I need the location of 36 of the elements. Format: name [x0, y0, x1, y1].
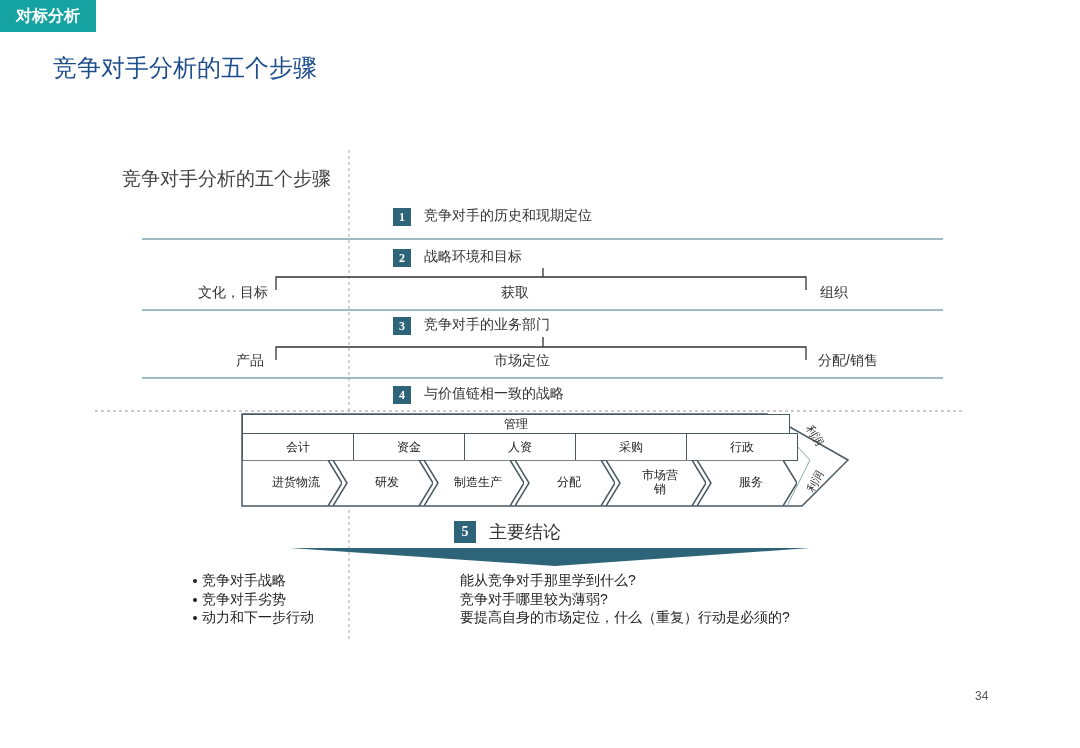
step-number-badge: 2: [393, 249, 411, 267]
step-number-badge: 1: [393, 208, 411, 226]
step-heading: 竞争对手的历史和现期定位: [424, 207, 592, 225]
value-chain-chevron: [242, 414, 848, 507]
text-label: 产品: [236, 352, 264, 370]
margin-label: 利润: [803, 422, 827, 449]
step-number-badge: 4: [393, 386, 411, 404]
step-number-badge: 3: [393, 317, 411, 335]
step-heading: 主要结论: [489, 521, 561, 544]
bullet-item: 动力和下一步行动: [202, 609, 314, 625]
text-label: 分配/销售: [818, 352, 878, 370]
bullet-item: 竞争对手战略: [202, 572, 286, 588]
value-chain-step: 服务: [697, 460, 797, 506]
value-chain-step: 进货物流: [242, 460, 342, 506]
text-label: 竞争对手哪里较为薄弱?: [460, 591, 608, 609]
step-number-badge: 5: [454, 521, 476, 543]
page-title: 竞争对手分析的五个步骤: [53, 53, 317, 83]
diagram-subtitle: 竞争对手分析的五个步骤: [122, 167, 331, 191]
text-label: 能从竞争对手那里学到什么?: [460, 572, 636, 590]
value-chain-step: 制造生产: [424, 460, 524, 506]
value-chain-step: 市场营销: [606, 460, 706, 506]
section-tag: 对标分析: [0, 0, 96, 32]
text-label: 要提高自身的市场定位，什么（重复）行动是必须的?: [460, 609, 790, 627]
bullet-item: 竞争对手劣势: [202, 591, 286, 607]
page-number: 34: [975, 689, 989, 703]
text-label: 组织: [820, 284, 848, 302]
margin-label: 利润: [803, 468, 827, 495]
step-heading: 竞争对手的业务部门: [424, 316, 550, 334]
text-label: 获取: [501, 284, 529, 302]
support-activity-cell: 管理: [242, 414, 790, 434]
text-label: 市场定位: [494, 352, 550, 370]
value-chain-step: 分配: [515, 460, 615, 506]
step-heading: 与价值链相一致的战略: [424, 385, 564, 403]
text-label: 文化，目标: [198, 284, 268, 302]
step-heading: 战略环境和目标: [424, 248, 522, 266]
value-chain-step: 研发: [333, 460, 433, 506]
